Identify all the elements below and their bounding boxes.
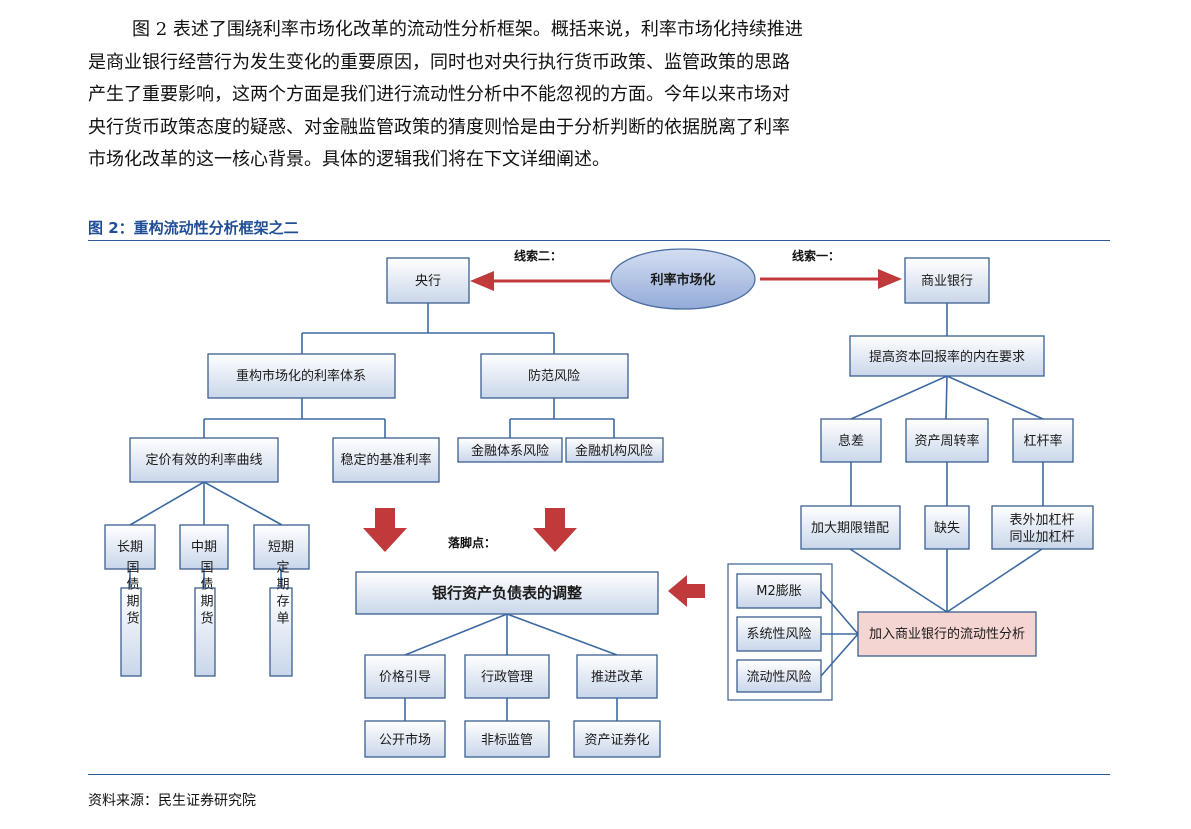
time-deposit-label: 定期存单 xyxy=(274,560,290,628)
paragraph-line: 产生了重要影响，这两个方面是我们进行流动性分析中不能忽视的方面。今年以来市场对 xyxy=(88,84,790,105)
return-requirement-box xyxy=(849,335,1045,377)
down-arrow-left xyxy=(363,508,407,552)
admin-control-box xyxy=(464,654,550,699)
connector xyxy=(129,569,282,588)
liquidity-risk-label: 流动性风险 xyxy=(746,670,811,685)
connector xyxy=(404,613,618,656)
benchmark-rate-label: 稳定的基准利率 xyxy=(340,452,431,468)
connector xyxy=(850,375,1044,420)
treasury-futures-box-2 xyxy=(194,587,216,677)
central-bank-label: 央行 xyxy=(415,274,441,289)
landing-label: 落脚点： xyxy=(448,535,496,550)
paragraph-line: 央行货币政策态度的疑惑、对金融监管政策的猜度则恰是由于分析判断的依据脱离了利率 xyxy=(88,116,790,138)
commercial-bank-label: 商业银行 xyxy=(921,274,973,289)
figure-title: 图 2：重构流动性分析框架之二 xyxy=(88,219,299,237)
yield-curve-label: 定价有效的利率曲线 xyxy=(145,452,262,468)
connector xyxy=(850,462,1044,506)
connector xyxy=(820,590,859,677)
promote-reform-label: 推进改革 xyxy=(591,670,643,685)
asset-securitization-label: 资产证券化 xyxy=(584,732,649,748)
maturity-mismatch-box xyxy=(800,505,901,550)
open-market-box xyxy=(364,720,446,758)
short-term-box xyxy=(253,524,310,570)
long-term-label: 长期 xyxy=(117,540,143,555)
maturity-mismatch-label: 加大期限错配 xyxy=(811,521,889,536)
offbalance-leverage-label-1: 表外加杠杆 xyxy=(1009,512,1074,528)
benchmark-rate-box xyxy=(332,437,440,483)
connector xyxy=(849,548,1043,613)
promote-reform-box xyxy=(576,654,658,699)
asset-turnover-box xyxy=(905,418,989,463)
financial-institution-risk-box xyxy=(565,437,664,463)
commercial-bank-box xyxy=(904,257,990,304)
rate-system-box xyxy=(207,353,396,399)
clue-right-arrowhead xyxy=(878,269,902,289)
liquidity-analysis-box xyxy=(857,611,1037,657)
paragraph-line: 是商业银行经营行为发生变化的重要原因，同时也对央行执行货币政策、监管政策的思路 xyxy=(88,51,790,73)
rate-marketization-label: 利率市场化 xyxy=(650,272,715,288)
intro-paragraph: 图 2 表述了围绕利率市场化改革的流动性分析框架。概括来说，利率市场化持续推进 … xyxy=(88,14,918,177)
price-guidance-box xyxy=(364,654,446,699)
non-standard-supervision-box xyxy=(464,720,550,758)
return-requirement-label: 提高资本回报率的内在要求 xyxy=(869,349,1025,365)
time-deposit-box xyxy=(269,587,293,677)
connector xyxy=(509,398,615,438)
figure-source: 资料来源：民生证券研究院 xyxy=(88,793,256,809)
connector xyxy=(301,303,555,354)
liquidity-risk-box xyxy=(736,659,822,693)
long-term-box xyxy=(104,524,156,570)
treasury-futures-box-1 xyxy=(120,587,142,677)
clue-left-label: 线索二： xyxy=(514,248,562,263)
non-standard-supervision-label: 非标监管 xyxy=(481,733,533,748)
risk-prevention-label: 防范风险 xyxy=(528,368,580,384)
interest-spread-box xyxy=(820,418,882,463)
rate-system-label: 重构市场化的利率体系 xyxy=(236,368,366,384)
leverage-box xyxy=(1012,418,1074,463)
connector xyxy=(203,398,386,438)
offbalance-leverage-label-2: 同业加杠杆 xyxy=(1009,529,1074,545)
financial-institution-risk-label: 金融机构风险 xyxy=(575,443,653,459)
figure-top-rule xyxy=(88,240,1110,241)
asset-securitization-box xyxy=(573,720,661,758)
liquidity-analysis-label: 加入商业银行的流动性分析 xyxy=(869,626,1025,642)
rate-marketization-ellipse xyxy=(610,248,756,310)
connector xyxy=(129,481,283,526)
treasury-futures-label-2: 国债期货 xyxy=(198,560,214,628)
leverage-label: 杠杆率 xyxy=(1023,433,1062,449)
clue-right-label: 线索一： xyxy=(792,248,840,263)
financial-system-risk-label: 金融体系风险 xyxy=(471,443,549,459)
paragraph-line: 图 2 表述了围绕利率市场化改革的流动性分析框架。概括来说，利率市场化持续推进 xyxy=(132,19,803,40)
balance-sheet-adjustment-label: 银行资产负债表的调整 xyxy=(432,584,582,602)
clue-left-arrowhead xyxy=(470,271,494,291)
admin-control-label: 行政管理 xyxy=(481,670,533,685)
offbalance-leverage-box xyxy=(991,505,1094,550)
paragraph-line: 市场化改革的这一核心背景。具体的逻辑我们将在下文详细阐述。 xyxy=(88,149,610,170)
m2-expansion-box xyxy=(736,573,822,609)
short-term-label: 短期 xyxy=(268,540,294,555)
open-market-label: 公开市场 xyxy=(379,732,431,748)
m2-expansion-label: M2膨胀 xyxy=(756,584,802,599)
figure-bottom-rule xyxy=(88,774,1110,775)
deficiency-box xyxy=(924,505,970,550)
interest-spread-label: 息差 xyxy=(838,433,864,449)
down-arrow-right xyxy=(533,508,577,552)
asset-turnover-label: 资产周转率 xyxy=(914,433,979,449)
yield-curve-box xyxy=(129,437,279,483)
treasury-futures-label-1: 国债期货 xyxy=(124,560,140,628)
connector xyxy=(404,698,618,721)
systemic-risk-box xyxy=(736,616,822,652)
deficiency-label: 缺失 xyxy=(934,521,960,536)
left-arrow-into-adjustment xyxy=(668,575,705,607)
financial-system-risk-box xyxy=(457,437,563,463)
mid-term-label: 中期 xyxy=(191,540,217,555)
price-guidance-label: 价格引导 xyxy=(379,669,431,685)
systemic-risk-label: 系统性风险 xyxy=(746,627,811,642)
